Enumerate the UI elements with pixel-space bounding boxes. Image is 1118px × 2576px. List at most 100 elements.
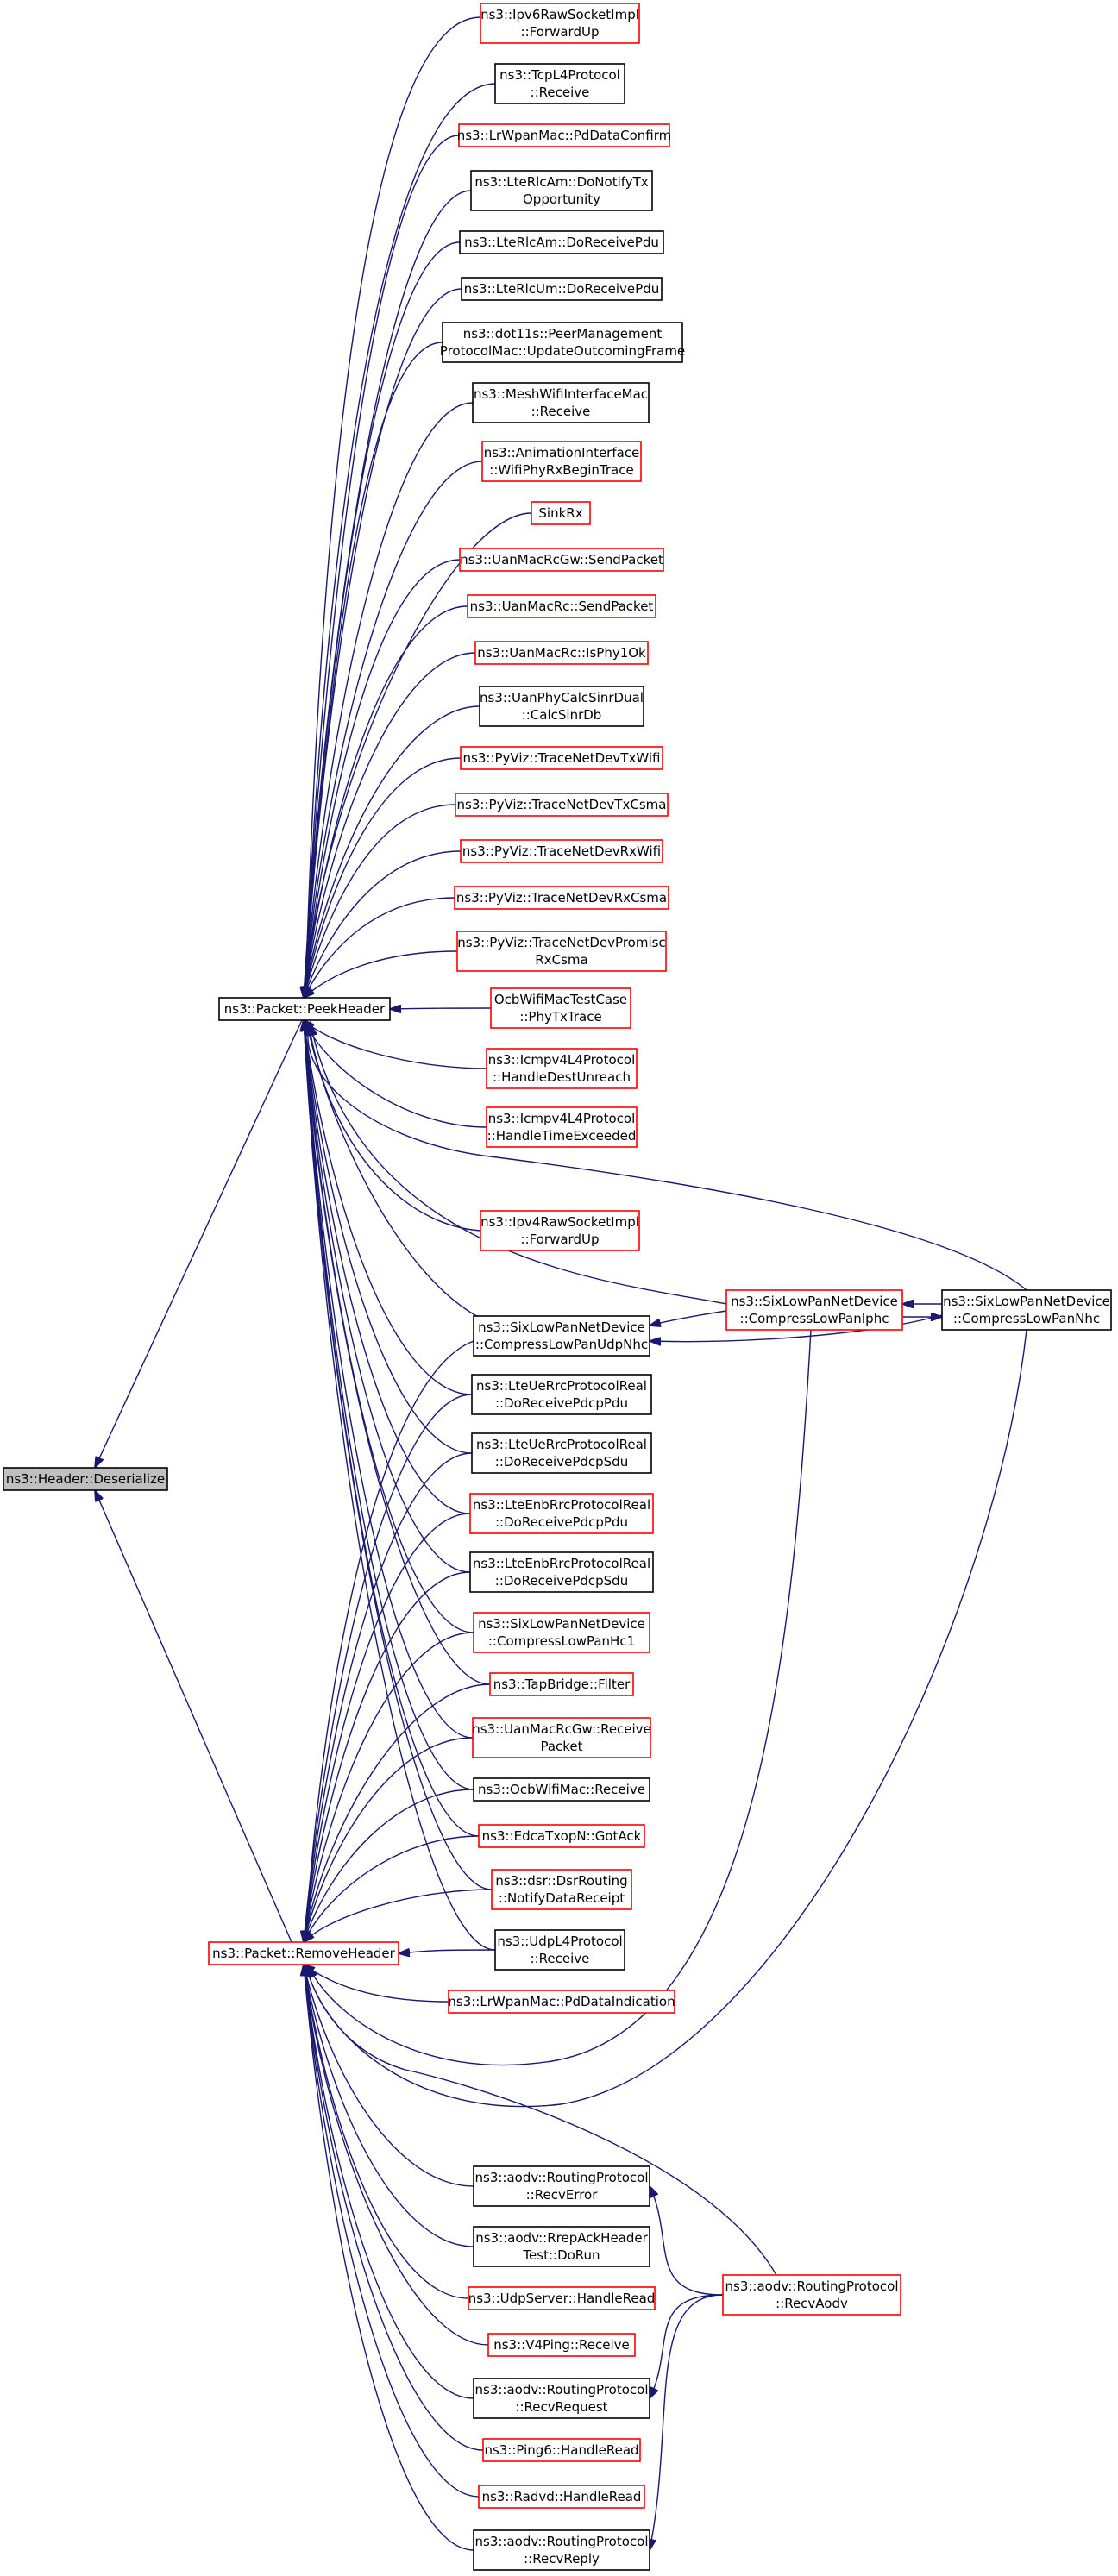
node-box[interactable] bbox=[442, 322, 683, 363]
node-uanrcphy[interactable]: ns3::UanMacRc::IsPhy1Ok bbox=[474, 641, 649, 665]
node-lrwpd[interactable]: ns3::LrWpanMac::PdDataConfirm bbox=[457, 123, 672, 147]
node-box[interactable] bbox=[470, 170, 653, 211]
node-box[interactable] bbox=[480, 1210, 640, 1251]
node-box[interactable] bbox=[479, 686, 644, 727]
node-lteenbrrcsdu[interactable]: ns3::LteEnbRrcProtocolReal::DoReceivePdc… bbox=[469, 1551, 654, 1593]
node-box[interactable] bbox=[459, 230, 664, 254]
node-pyviztxwifi[interactable]: ns3::PyViz::TraceNetDevTxWifi bbox=[460, 746, 663, 770]
node-sixhc1[interactable]: ns3::SixLowPanNetDevice::CompressLowPanH… bbox=[473, 1612, 650, 1653]
node-udpserver[interactable]: ns3::UdpServer::HandleRead bbox=[468, 2286, 656, 2310]
node-lrwpind[interactable]: ns3::LrWpanMac::PdDataIndication bbox=[448, 1990, 675, 2014]
node-ipv4raw[interactable]: ns3::Ipv4RawSocketImpl::ForwardUp bbox=[480, 1210, 640, 1251]
node-edca[interactable]: ns3::EdcaTxopN::GotAck bbox=[478, 1824, 645, 1848]
node-dot11s[interactable]: ns3::dot11s::PeerManagementProtocolMac::… bbox=[440, 322, 685, 363]
node-lteuerrcpdu[interactable]: ns3::LteUeRrcProtocolReal::DoReceivePdcp… bbox=[471, 1374, 652, 1415]
node-box[interactable] bbox=[460, 839, 663, 863]
node-remove[interactable]: ns3::Packet::RemoveHeader bbox=[208, 1941, 399, 1965]
node-box[interactable] bbox=[469, 1493, 654, 1534]
node-aodvreply[interactable]: ns3::aodv::RoutingProtocol::RecvReply bbox=[473, 2529, 650, 2571]
node-box[interactable] bbox=[494, 1929, 625, 1971]
node-sixnhc[interactable]: ns3::SixLowPanNetDevice::CompressLowPanN… bbox=[941, 1289, 1112, 1331]
node-box[interactable] bbox=[456, 931, 667, 972]
node-box[interactable] bbox=[482, 2438, 641, 2462]
node-ocbrecv[interactable]: ns3::OcbWifiMac::Receive bbox=[473, 1777, 650, 1802]
node-animation[interactable]: ns3::AnimationInterface::WifiPhyRxBeginT… bbox=[481, 441, 642, 482]
node-icmptime[interactable]: ns3::Icmpv4L4Protocol::HandleTimeExceede… bbox=[486, 1106, 638, 1148]
node-box[interactable] bbox=[478, 2485, 645, 2509]
node-sixudpnhc[interactable]: ns3::SixLowPanNetDevice::CompressLowPanU… bbox=[473, 1315, 650, 1357]
node-box[interactable] bbox=[486, 1106, 638, 1148]
node-box[interactable] bbox=[725, 1289, 903, 1331]
node-v4ping[interactable]: ns3::V4Ping::Receive bbox=[487, 2333, 636, 2357]
node-box[interactable] bbox=[473, 2165, 650, 2207]
node-aodvrecv[interactable]: ns3::aodv::RoutingProtocol::RecvAodv bbox=[722, 2274, 901, 2316]
node-box[interactable] bbox=[455, 793, 669, 817]
node-box[interactable] bbox=[478, 1824, 645, 1848]
node-box[interactable] bbox=[494, 63, 625, 104]
node-box[interactable] bbox=[487, 2333, 636, 2357]
node-box[interactable] bbox=[218, 997, 391, 1021]
node-icmpdest[interactable]: ns3::Icmpv4L4Protocol::HandleDestUnreach bbox=[486, 1048, 638, 1089]
node-lteenbrrcpdu[interactable]: ns3::LteEnbRrcProtocolReal::DoReceivePdc… bbox=[469, 1493, 654, 1534]
node-aodvreq[interactable]: ns3::aodv::RoutingProtocol::RecvRequest bbox=[473, 2378, 650, 2419]
node-pyvizrxcsma[interactable]: ns3::PyViz::TraceNetDevRxCsma bbox=[454, 886, 669, 910]
node-meshwifi[interactable]: ns3::MeshWifiInterfaceMac::Receive bbox=[472, 382, 650, 423]
node-ipv6raw[interactable]: ns3::Ipv6RawSocketImpl::ForwardUp bbox=[480, 3, 640, 44]
node-box[interactable] bbox=[531, 501, 591, 525]
node-box[interactable] bbox=[489, 1672, 634, 1696]
node-box[interactable] bbox=[486, 1048, 638, 1089]
node-box[interactable] bbox=[472, 382, 650, 423]
node-box[interactable] bbox=[448, 1990, 675, 2014]
node-uanphycalc[interactable]: ns3::UanPhyCalcSinrDual::CalcSinrDb bbox=[479, 686, 644, 727]
node-box[interactable] bbox=[722, 2274, 901, 2316]
node-pyviztxcsma[interactable]: ns3::PyViz::TraceNetDevTxCsma bbox=[455, 793, 669, 817]
node-box[interactable] bbox=[941, 1289, 1112, 1331]
node-box[interactable] bbox=[474, 641, 649, 665]
node-ocbtest[interactable]: OcbWifiMacTestCase::PhyTxTrace bbox=[490, 987, 631, 1029]
node-box[interactable] bbox=[458, 123, 670, 147]
node-sixiphc[interactable]: ns3::SixLowPanNetDevice::CompressLowPanI… bbox=[725, 1289, 903, 1331]
node-uanrcgwsend[interactable]: ns3::UanMacRcGw::SendPacket bbox=[459, 548, 664, 572]
node-box[interactable] bbox=[208, 1941, 399, 1965]
node-lterlcumrx[interactable]: ns3::LteRlcUm::DoReceivePdu bbox=[461, 277, 663, 301]
node-box[interactable] bbox=[473, 2529, 650, 2571]
node-box[interactable] bbox=[471, 1432, 652, 1474]
node-box[interactable] bbox=[491, 1869, 632, 1910]
node-lteuerrcsdu[interactable]: ns3::LteUeRrcProtocolReal::DoReceivePdcp… bbox=[471, 1432, 652, 1474]
node-box[interactable] bbox=[460, 746, 663, 770]
node-box[interactable] bbox=[490, 987, 631, 1029]
node-dsr[interactable]: ns3::dsr::DsrRouting::NotifyDataReceipt bbox=[491, 1869, 632, 1910]
node-box[interactable] bbox=[473, 2226, 650, 2267]
node-box[interactable] bbox=[472, 1717, 651, 1758]
node-lterlcamrx[interactable]: ns3::LteRlcAm::DoReceivePdu bbox=[459, 230, 664, 254]
node-udpl4[interactable]: ns3::UdpL4Protocol::Receive bbox=[494, 1929, 625, 1971]
node-box[interactable] bbox=[461, 277, 663, 301]
node-ping6[interactable]: ns3::Ping6::HandleRead bbox=[482, 2438, 641, 2462]
node-box[interactable] bbox=[473, 2378, 650, 2419]
node-peek[interactable]: ns3::Packet::PeekHeader bbox=[218, 997, 391, 1021]
node-pyvizrxwifi[interactable]: ns3::PyViz::TraceNetDevRxWifi bbox=[460, 839, 663, 863]
node-box[interactable] bbox=[454, 886, 669, 910]
node-box[interactable] bbox=[481, 441, 642, 482]
node-tapbridge[interactable]: ns3::TapBridge::Filter bbox=[489, 1672, 634, 1696]
node-box[interactable] bbox=[467, 594, 656, 618]
node-box[interactable] bbox=[480, 3, 640, 44]
node-uanrcsend[interactable]: ns3::UanMacRc::SendPacket bbox=[467, 594, 656, 618]
node-box[interactable] bbox=[468, 2286, 656, 2310]
node-radvd[interactable]: ns3::Radvd::HandleRead bbox=[478, 2485, 645, 2509]
node-box[interactable] bbox=[3, 1467, 168, 1491]
node-deserialize[interactable]: ns3::Header::Deserialize bbox=[3, 1467, 168, 1491]
node-aodverr[interactable]: ns3::aodv::RoutingProtocol::RecvError bbox=[473, 2165, 650, 2207]
node-box[interactable] bbox=[473, 1315, 650, 1357]
node-tcpl4[interactable]: ns3::TcpL4Protocol::Receive bbox=[494, 63, 625, 104]
node-box[interactable] bbox=[473, 1612, 650, 1653]
node-box[interactable] bbox=[473, 1777, 650, 1802]
node-box[interactable] bbox=[471, 1374, 652, 1415]
node-box[interactable] bbox=[459, 548, 664, 572]
node-sinkrx[interactable]: SinkRx bbox=[531, 501, 591, 525]
node-box[interactable] bbox=[469, 1551, 654, 1593]
